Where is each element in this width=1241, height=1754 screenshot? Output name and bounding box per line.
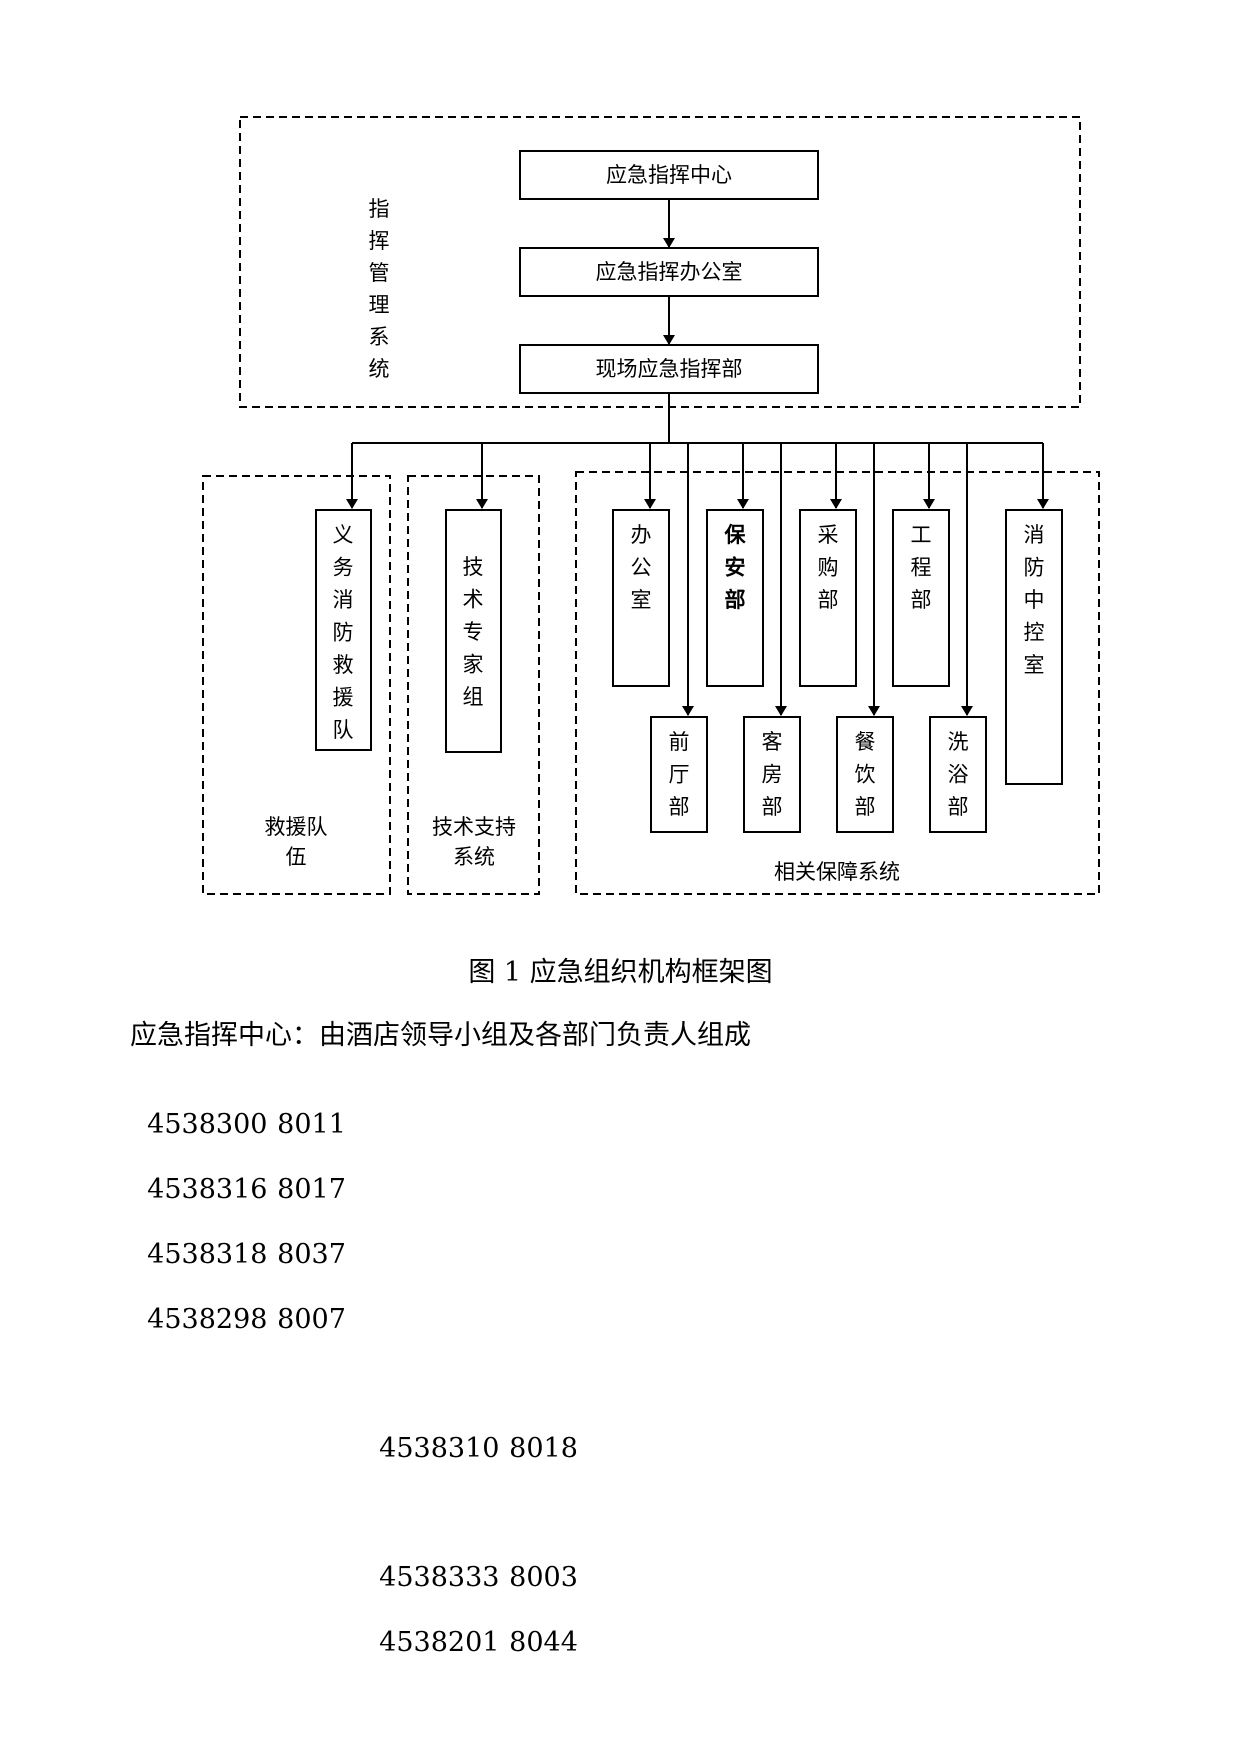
- node-field-box: [519, 344, 819, 394]
- contact-row: 4538318 8037: [130, 1208, 346, 1270]
- unit-label-char: 厅: [669, 763, 690, 787]
- contact-ext: 8044: [509, 1627, 578, 1658]
- tech-support-label-line1: 技术支持: [432, 815, 516, 839]
- figure-caption: 图 1 应急组织机构框架图: [468, 957, 773, 988]
- unit-label-char: 组: [463, 685, 484, 709]
- unit-label-char: 消: [333, 588, 354, 612]
- unit-label-char: 务: [333, 556, 354, 580]
- unit-label-char: 餐: [855, 730, 876, 754]
- tech-support-label-line2: 系统: [453, 845, 495, 869]
- support-system-group: [575, 471, 1100, 895]
- contact-phone: 4538316: [147, 1174, 268, 1205]
- rescue-team-label-line1: 救援队: [265, 815, 328, 839]
- command-label-char: 管: [369, 261, 390, 285]
- unit-label-char: 保: [724, 522, 747, 547]
- command-label-char: 系: [369, 325, 390, 349]
- unit-fire-control-room-box: [1005, 509, 1063, 785]
- unit-bath-box: [929, 716, 987, 833]
- unit-label-char: 房: [762, 763, 783, 787]
- contact-row: 4538333 8003: [362, 1531, 578, 1593]
- unit-label-char: 办: [631, 523, 652, 547]
- unit-label-char: 采: [818, 523, 839, 547]
- unit-label-char: 部: [911, 588, 932, 612]
- unit-label-char: 技: [463, 555, 484, 579]
- contact-ext: 8018: [509, 1433, 578, 1464]
- unit-label-char: 义: [333, 523, 354, 547]
- command-label-char: 统: [369, 357, 390, 381]
- unit-label-char: 防: [1024, 556, 1045, 580]
- command-center-description: 应急指挥中心：由酒店领导小组及各部门负责人组成: [130, 1020, 751, 1051]
- rescue-team-group: [202, 475, 391, 895]
- command-label-char: 理: [369, 293, 390, 317]
- unit-housekeeping-box: [743, 716, 801, 833]
- unit-label-char: 前: [669, 730, 690, 754]
- unit-admin-office-box: [612, 509, 670, 687]
- unit-security-box: [706, 509, 764, 687]
- contact-phone: 4538333: [379, 1562, 500, 1593]
- support-system-label: 相关保障系统: [774, 860, 900, 884]
- rescue-team-label-line2: 伍: [286, 845, 307, 869]
- node-field-label: 现场应急指挥部: [596, 357, 743, 381]
- contact-ext: 8011: [277, 1109, 346, 1140]
- unit-label-char: 术: [463, 588, 484, 612]
- unit-label-char: 客: [762, 730, 783, 754]
- contact-row: 4538300 8011: [130, 1078, 346, 1140]
- command-management-group: [239, 116, 1081, 408]
- unit-label-char: 部: [855, 795, 876, 819]
- unit-label-char: 援: [333, 686, 354, 710]
- unit-label-char: 室: [1024, 653, 1045, 677]
- contact-row: 4538201 8044: [362, 1596, 578, 1658]
- contact-phone: 4538310: [379, 1433, 500, 1464]
- unit-label-char: 部: [669, 795, 690, 819]
- contact-phone: 4538201: [379, 1627, 500, 1658]
- unit-label-char: 家: [463, 653, 484, 677]
- node-office-label: 应急指挥办公室: [596, 260, 743, 284]
- contact-row: 4538310 8018: [362, 1402, 578, 1464]
- unit-label-char: 饮: [855, 763, 876, 787]
- unit-label-char: 部: [948, 795, 969, 819]
- unit-label-char: 中: [1024, 588, 1045, 612]
- node-center-label: 应急指挥中心: [606, 163, 732, 187]
- contact-ext: 8017: [277, 1174, 346, 1205]
- unit-label-char: 专: [463, 620, 484, 644]
- unit-volunteer-fire-box: [315, 509, 372, 751]
- unit-label-char: 程: [911, 556, 932, 580]
- unit-food-beverage-box: [836, 716, 894, 833]
- unit-label-char: 洗: [948, 730, 969, 754]
- contact-ext: 8003: [509, 1562, 578, 1593]
- command-label-char: 指: [369, 197, 390, 221]
- unit-label-char: 安: [725, 555, 746, 580]
- contact-ext: 8007: [277, 1304, 346, 1335]
- unit-label-char: 防: [333, 621, 354, 645]
- command-label-char: 挥: [369, 229, 390, 253]
- unit-label-char: 救: [333, 653, 354, 677]
- org-chart-diagram: 指 挥 管 理 系 统 应急指挥中心 应急指挥办公室 现场应急指挥部: [202, 116, 1100, 895]
- command-group-label: 指 挥 管 理 系 统: [369, 197, 390, 381]
- unit-label-char: 室: [631, 588, 652, 612]
- unit-label-char: 部: [725, 587, 746, 612]
- unit-label-char: 公: [631, 556, 652, 580]
- unit-label-char: 浴: [948, 763, 969, 787]
- unit-label-char: 队: [333, 718, 354, 742]
- unit-front-office-box: [650, 716, 708, 833]
- unit-engineering-box: [892, 509, 950, 687]
- unit-label-char: 部: [818, 588, 839, 612]
- unit-label-char: 控: [1024, 621, 1045, 645]
- node-center-box: [519, 150, 819, 200]
- unit-procurement-box: [799, 509, 857, 687]
- contact-ext: 8037: [277, 1239, 346, 1270]
- unit-label-char: 消: [1024, 523, 1045, 547]
- contact-phone: 4538298: [147, 1304, 268, 1335]
- tech-support-group: [407, 475, 540, 895]
- unit-tech-experts-box: [445, 509, 502, 753]
- unit-label-char: 工: [911, 523, 932, 547]
- contact-row: 4538298 8007: [130, 1273, 346, 1335]
- contact-row: 4538316 8017: [130, 1143, 346, 1205]
- contact-phone: 4538300: [147, 1109, 268, 1140]
- unit-label-char: 部: [762, 795, 783, 819]
- contact-phone: 4538318: [147, 1239, 268, 1270]
- unit-label-char: 购: [818, 556, 839, 580]
